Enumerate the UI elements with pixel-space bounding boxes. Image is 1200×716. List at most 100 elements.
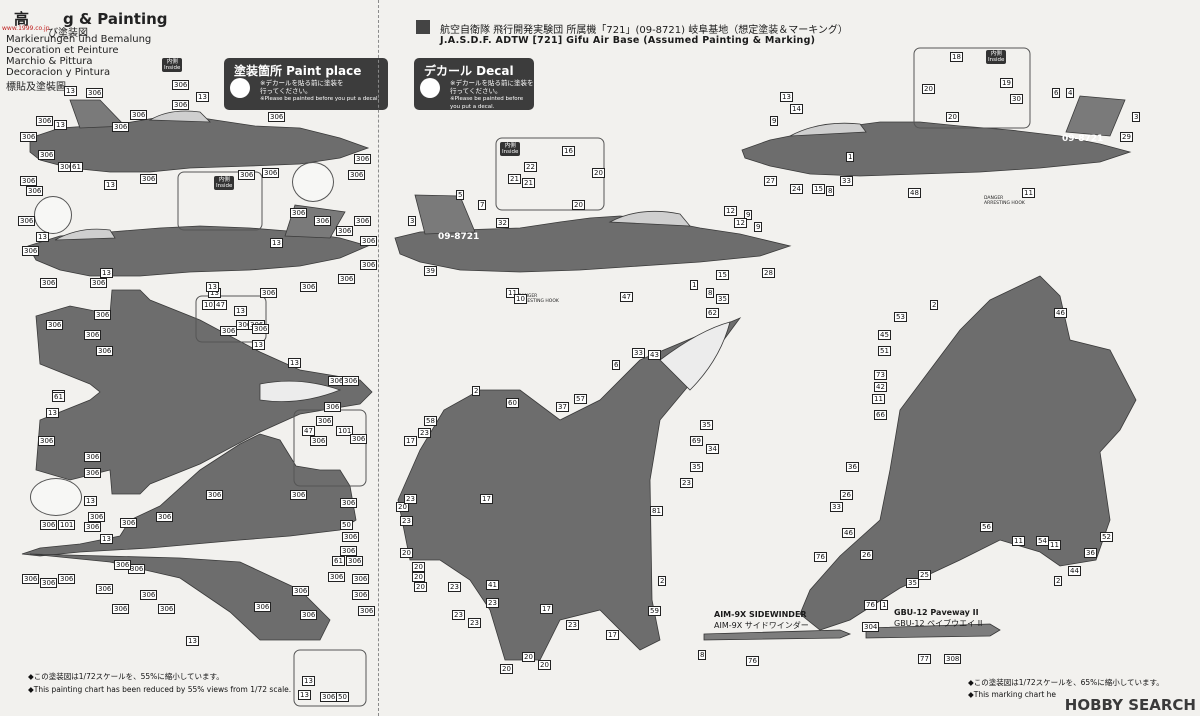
- callout-tag: 26: [860, 550, 873, 560]
- site-watermark: www.1999.co.jp: [2, 25, 50, 32]
- callout-tag: 20: [414, 582, 427, 592]
- scale-note-right-en: ◆This marking chart he: [968, 690, 1057, 699]
- callout-tag: 23: [486, 598, 499, 608]
- callout-tag: 306: [340, 498, 358, 508]
- callout-tag: 8: [698, 650, 707, 660]
- callout-tag: 1: [690, 280, 699, 290]
- callout-tag: 36: [846, 462, 859, 472]
- callout-tag: 32: [496, 218, 509, 228]
- callout-tag: 23: [404, 494, 417, 504]
- decal-title: デカール Decal: [424, 64, 514, 78]
- decal-note-jp: ※デカールを貼る前に塗装を 行ってください。: [450, 79, 534, 95]
- callout-tag: 306: [96, 346, 114, 356]
- callout-tag: 306: [358, 606, 376, 616]
- callout-tag: 306: [360, 236, 378, 246]
- gbu12-label-jp: GBU-12 ペイブウエイ II: [894, 619, 983, 628]
- callout-tag: 5: [456, 190, 465, 200]
- callout-tag: 60: [506, 398, 519, 408]
- callout-tag: 306: [94, 310, 112, 320]
- callout-tag: 20: [538, 660, 551, 670]
- callout-tag: 81: [650, 506, 663, 516]
- callout-tag: 306: [360, 260, 378, 270]
- danger-label-1: DANGER ARRESTING HOOK: [518, 294, 559, 304]
- callout-tag: 13: [100, 268, 113, 278]
- scale-note-left-jp: ◆この塗装図は1/72スケールを、55%に縮小しています。: [28, 672, 224, 681]
- callout-tag: 306: [320, 692, 338, 702]
- callout-tag: 306: [314, 216, 332, 226]
- aim9-label-jp: AIM-9X サイドワインダー: [714, 621, 809, 630]
- aim9-label-en: AIM-9X SIDEWINDER: [714, 610, 807, 619]
- callout-tag: 306: [260, 288, 278, 298]
- callout-tag: 19: [1000, 78, 1013, 88]
- callout-tag: 13: [288, 358, 301, 368]
- callout-tag: 46: [1054, 308, 1067, 318]
- lang-es: Decoracion y Pintura: [6, 67, 111, 78]
- callout-tag: 13: [100, 534, 113, 544]
- callout-tag: 3: [1132, 112, 1141, 122]
- callout-tag: 3: [408, 216, 417, 226]
- callout-tag: 306: [338, 274, 356, 284]
- callout-tag: 306: [120, 518, 138, 528]
- callout-tag: 13: [36, 232, 49, 242]
- callout-tag: 306: [84, 468, 102, 478]
- callout-tag: 306: [316, 416, 334, 426]
- callout-tag: 306: [36, 116, 54, 126]
- callout-tag: 306: [268, 112, 286, 122]
- header-subtitle: び塗装図: [48, 28, 88, 39]
- callout-tag: 43: [648, 350, 661, 360]
- callout-tag: 306: [342, 376, 360, 386]
- callout-tag: 13: [54, 120, 67, 130]
- callout-tag: 306: [300, 282, 318, 292]
- callout-tag: 50: [336, 692, 349, 702]
- callout-tag: 45: [878, 330, 891, 340]
- callout-tag: 20: [396, 502, 409, 512]
- callout-tag: 306: [354, 154, 372, 164]
- callout-tag: 12: [734, 218, 747, 228]
- callout-tag: 306: [254, 602, 272, 612]
- callout-tag: 11: [1048, 540, 1061, 550]
- callout-tag: 306: [300, 610, 318, 620]
- callout-tag: 306: [86, 88, 104, 98]
- callout-tag: 58: [424, 416, 437, 426]
- callout-tag: 51: [878, 346, 891, 356]
- danger-label-2: DANGER ARRESTING HOOK: [984, 196, 1025, 206]
- callout-tag: 13: [84, 496, 97, 506]
- callout-tag: 12: [724, 206, 737, 216]
- callout-tag: 2: [472, 386, 481, 396]
- callout-tag: 306: [22, 246, 40, 256]
- callout-tag: 17: [606, 630, 619, 640]
- callout-tag: 37: [556, 402, 569, 412]
- callout-tag: 2: [930, 300, 939, 310]
- callout-tag: 306: [40, 578, 58, 588]
- scale-note-left-en: ◆This painting chart has been reduced by…: [28, 685, 292, 694]
- callout-tag: 33: [830, 502, 843, 512]
- callout-tag: 36: [1084, 548, 1097, 558]
- callout-tag: 306: [290, 490, 308, 500]
- callout-tag: 33: [632, 348, 645, 358]
- callout-tag: 306: [20, 132, 38, 142]
- callout-tag: 76: [814, 552, 827, 562]
- gbu12-label-en: GBU-12 Paveway II: [894, 608, 979, 617]
- callout-tag: 306: [352, 574, 370, 584]
- callout-tag: 33: [840, 176, 853, 186]
- callout-tag: 306: [350, 434, 368, 444]
- detail-circle-1: [292, 162, 334, 202]
- callout-tag: 26: [840, 490, 853, 500]
- callout-tag: 306: [336, 226, 354, 236]
- callout-tag: 13: [234, 306, 247, 316]
- callout-tag: 47: [214, 300, 227, 310]
- callout-tag: 306: [84, 452, 102, 462]
- callout-tag: 46: [842, 528, 855, 538]
- callout-tag: 8: [826, 186, 835, 196]
- callout-tag: 13: [252, 340, 265, 350]
- callout-tag: 7: [478, 200, 487, 210]
- callout-tag: 11: [506, 288, 519, 298]
- callout-tag: 306: [324, 402, 342, 412]
- callout-tag: 24: [790, 184, 803, 194]
- callout-tag: 47: [620, 292, 633, 302]
- callout-tag: 306: [348, 170, 366, 180]
- callout-tag: 308: [944, 654, 962, 664]
- top-view-left: [35, 289, 373, 495]
- callout-tag: 20: [922, 84, 935, 94]
